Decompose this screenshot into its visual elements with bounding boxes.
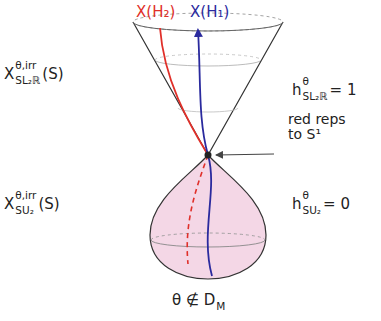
math-label: SU₂ — [303, 205, 322, 217]
math-label: (S) — [42, 66, 63, 83]
math-label: X — [4, 196, 14, 213]
math-label: θ ∉ D — [172, 292, 215, 309]
math-label: = 1 — [330, 82, 357, 99]
math-label: X(H₁) — [190, 4, 229, 21]
math-label: X — [4, 66, 14, 83]
math-label: θ,irr — [15, 190, 36, 202]
math-label: SL₂ℝ — [303, 91, 328, 103]
math-label: θ — [303, 190, 309, 202]
math-label: red reps to S¹ — [288, 112, 364, 143]
math-label: SU₂ — [15, 205, 34, 217]
math-label: h — [292, 196, 302, 213]
math-label: = 0 — [323, 196, 350, 213]
math-label: SL₂ℝ — [15, 75, 40, 87]
math-label: θ — [303, 76, 309, 88]
math-label: h — [292, 82, 302, 99]
math-label: (S) — [38, 196, 59, 213]
math-label: θ,irr — [15, 60, 36, 72]
math-label: M — [216, 301, 225, 313]
math-label: X(H₂) — [136, 4, 175, 21]
